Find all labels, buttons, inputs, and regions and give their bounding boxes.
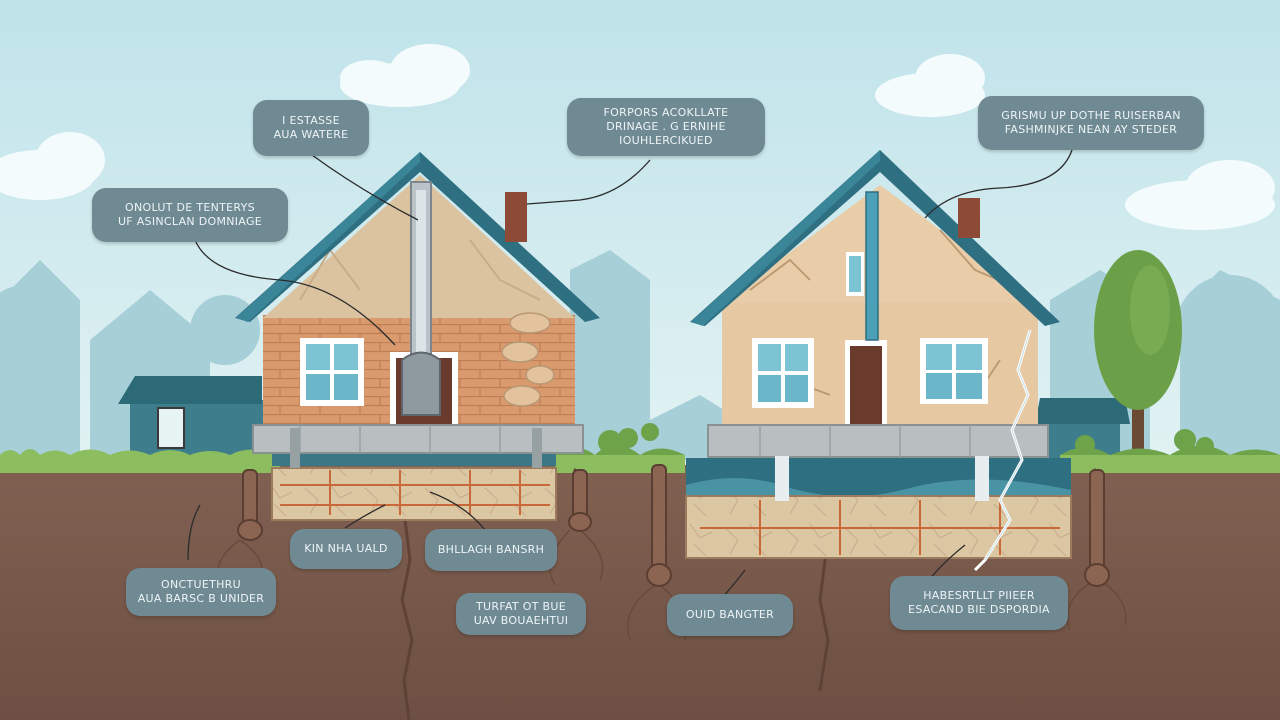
callout-top-right: GRISMU UP DOTHE RUISERBAN FASHMINJKE NEA… [978, 96, 1204, 150]
right-downpipe [865, 191, 879, 341]
left-chimney [505, 192, 527, 242]
right-chimney [958, 198, 980, 238]
grass-strip [0, 445, 1280, 473]
left-house [235, 152, 600, 521]
callout-ground-right-a: OUID BANGTER [667, 594, 793, 636]
right-house [685, 150, 1072, 572]
callout-upper-left: I ESTASSE AUA WATERE [253, 100, 369, 156]
callout-top-center: FORPORS ACOKLLATE DRINAGE . G ERNIHE IOU… [567, 98, 765, 156]
callout-left: ONOLUT DE TENTERYS UF ASINCLAN DOMNIAGE [92, 188, 288, 242]
small-house-left [118, 376, 265, 460]
bushes [598, 423, 1214, 455]
callout-ground-right-b: HABESRTLLT PIIEER ESACAND BIE DSPORDIA [890, 576, 1068, 630]
tree [1094, 250, 1182, 465]
callout-ground-far-left: ONCTUETHRU AUA BARSC B UNIDER [126, 568, 276, 616]
callout-ground-left-a: KIN NHA UALD [290, 529, 402, 569]
leader-lines [187, 149, 1073, 606]
callout-ground-center: TURFAT OT BUE UAV BOUAEHTUI [456, 593, 586, 635]
foundation-piles [237, 464, 1110, 587]
callout-ground-left-b: BHLLAGH BANSRH [425, 529, 557, 571]
clouds [0, 44, 1275, 230]
left-footing [271, 467, 557, 521]
